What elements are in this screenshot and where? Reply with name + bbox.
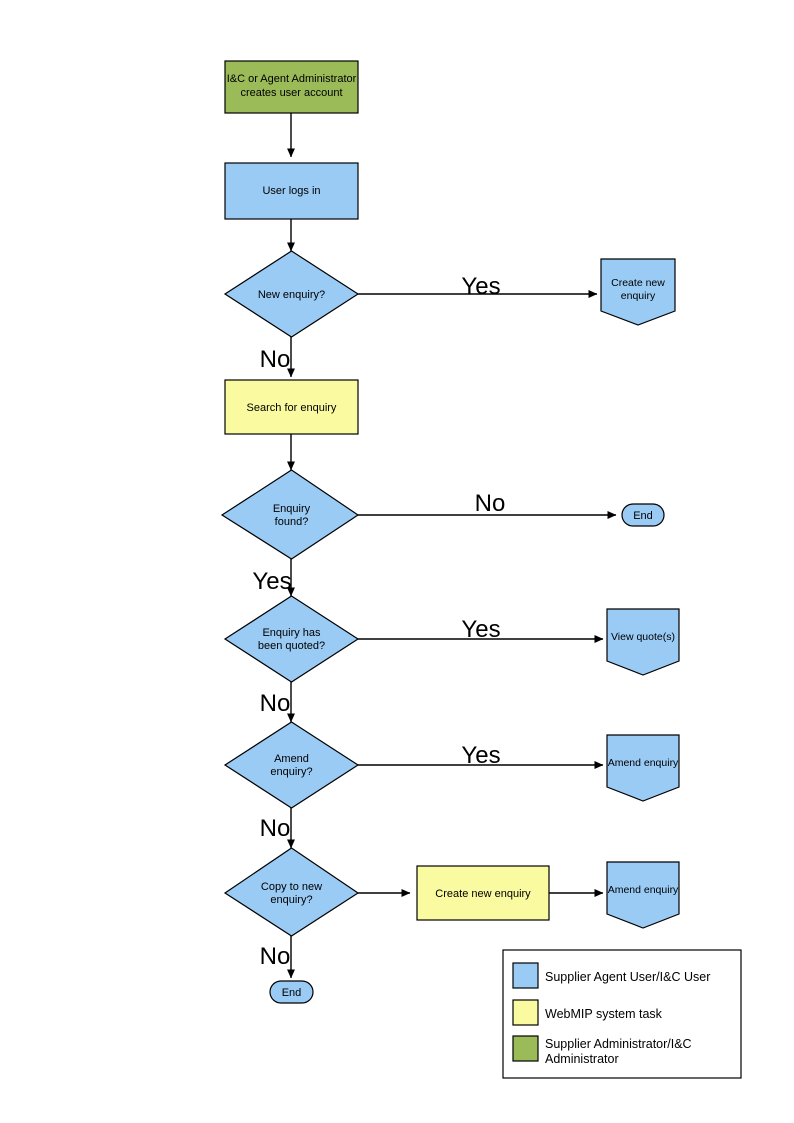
node-label-line2: enquiry? [270, 766, 312, 778]
node-amend-enquiry-banner-2[interactable]: Amend enquiry [606, 861, 680, 929]
legend-item-supplier-agent-user: Supplier Agent User/I&C User [512, 962, 710, 989]
legend-label-admin-line2: Administrator [545, 1052, 619, 1066]
node-create-new-enquiry-task[interactable]: Create new enquiry [416, 865, 550, 921]
edge-label-copy-no: No [260, 943, 291, 970]
node-end-final[interactable]: End [269, 980, 314, 1004]
legend-item-webmip-system-task: WebMIP system task [512, 999, 663, 1026]
node-label-line1: Amend [274, 753, 309, 765]
node-create-new-enquiry-banner[interactable]: Create new enquiry [600, 258, 676, 326]
connectors [287, 113, 617, 979]
node-label-line1: End [282, 987, 302, 999]
edge-label-found-yes: Yes [252, 568, 291, 595]
node-label-line1: End [633, 510, 653, 522]
legend-swatch-system [512, 999, 539, 1026]
node-new-enquiry-decision[interactable]: New enquiry? [223, 250, 360, 338]
edge-label-new-enquiry-yes: Yes [461, 273, 500, 300]
legend: Supplier Agent User/I&C User WebMIP syst… [502, 949, 742, 1079]
node-label-line1: Create new enquiry [435, 888, 531, 900]
node-label-line1: Amend enquiry [608, 884, 679, 896]
edge-label-new-enquiry-no: No [260, 346, 291, 373]
node-label-line2: enquiry? [270, 894, 312, 906]
node-amend-enquiry-decision[interactable]: Amend enquiry? [223, 721, 360, 809]
node-user-logs-in[interactable]: User logs in [224, 162, 359, 220]
legend-label-system: WebMIP system task [545, 1007, 663, 1021]
legend-item-supplier-administrator: Supplier Administrator/I&C Administrator [512, 1035, 692, 1066]
node-label-line1: Enquiry [273, 503, 311, 515]
node-label-line1: I&C or Agent Administrator [227, 73, 357, 85]
node-search-for-enquiry[interactable]: Search for enquiry [224, 379, 359, 435]
legend-label-user: Supplier Agent User/I&C User [545, 970, 710, 984]
node-enquiry-quoted-decision[interactable]: Enquiry has been quoted? [223, 595, 360, 683]
node-view-quotes-banner[interactable]: View quote(s) [606, 608, 680, 676]
node-label-line1: View quote(s) [611, 631, 675, 643]
node-label-line1: Copy to new [261, 881, 322, 893]
edge-label-quoted-no: No [260, 690, 291, 717]
node-admin-creates-account[interactable]: I&C or Agent Administrator creates user … [224, 60, 359, 114]
edge-label-amend-yes: Yes [461, 742, 500, 769]
node-label-line2: been quoted? [258, 640, 325, 652]
node-label-line2: found? [275, 516, 309, 528]
edge-label-quoted-yes: Yes [461, 616, 500, 643]
node-label-line1: New enquiry? [258, 289, 325, 301]
node-end-not-found[interactable]: End [621, 503, 665, 527]
node-label-line2: creates user account [240, 87, 342, 99]
node-label-line1: Search for enquiry [247, 402, 337, 414]
edge-label-found-no: No [475, 490, 506, 517]
legend-label-admin-line1: Supplier Administrator/I&C [545, 1037, 692, 1051]
node-copy-to-new-enquiry-decision[interactable]: Copy to new enquiry? [223, 847, 360, 937]
node-label-line1: Amend enquiry [608, 757, 679, 769]
node-enquiry-found-decision[interactable]: Enquiry found? [220, 469, 360, 560]
node-amend-enquiry-banner-1[interactable]: Amend enquiry [606, 734, 680, 802]
node-label-line1: Enquiry has [262, 627, 321, 639]
legend-swatch-user [512, 962, 539, 989]
edge-label-amend-no: No [260, 815, 291, 842]
legend-swatch-admin [512, 1035, 539, 1062]
edge-labels: Yes No No Yes Yes No Yes No No [252, 273, 505, 970]
node-label-line1: User logs in [262, 185, 320, 197]
node-label-line2: enquiry [621, 290, 656, 302]
node-label-line1: Create new [611, 277, 665, 289]
